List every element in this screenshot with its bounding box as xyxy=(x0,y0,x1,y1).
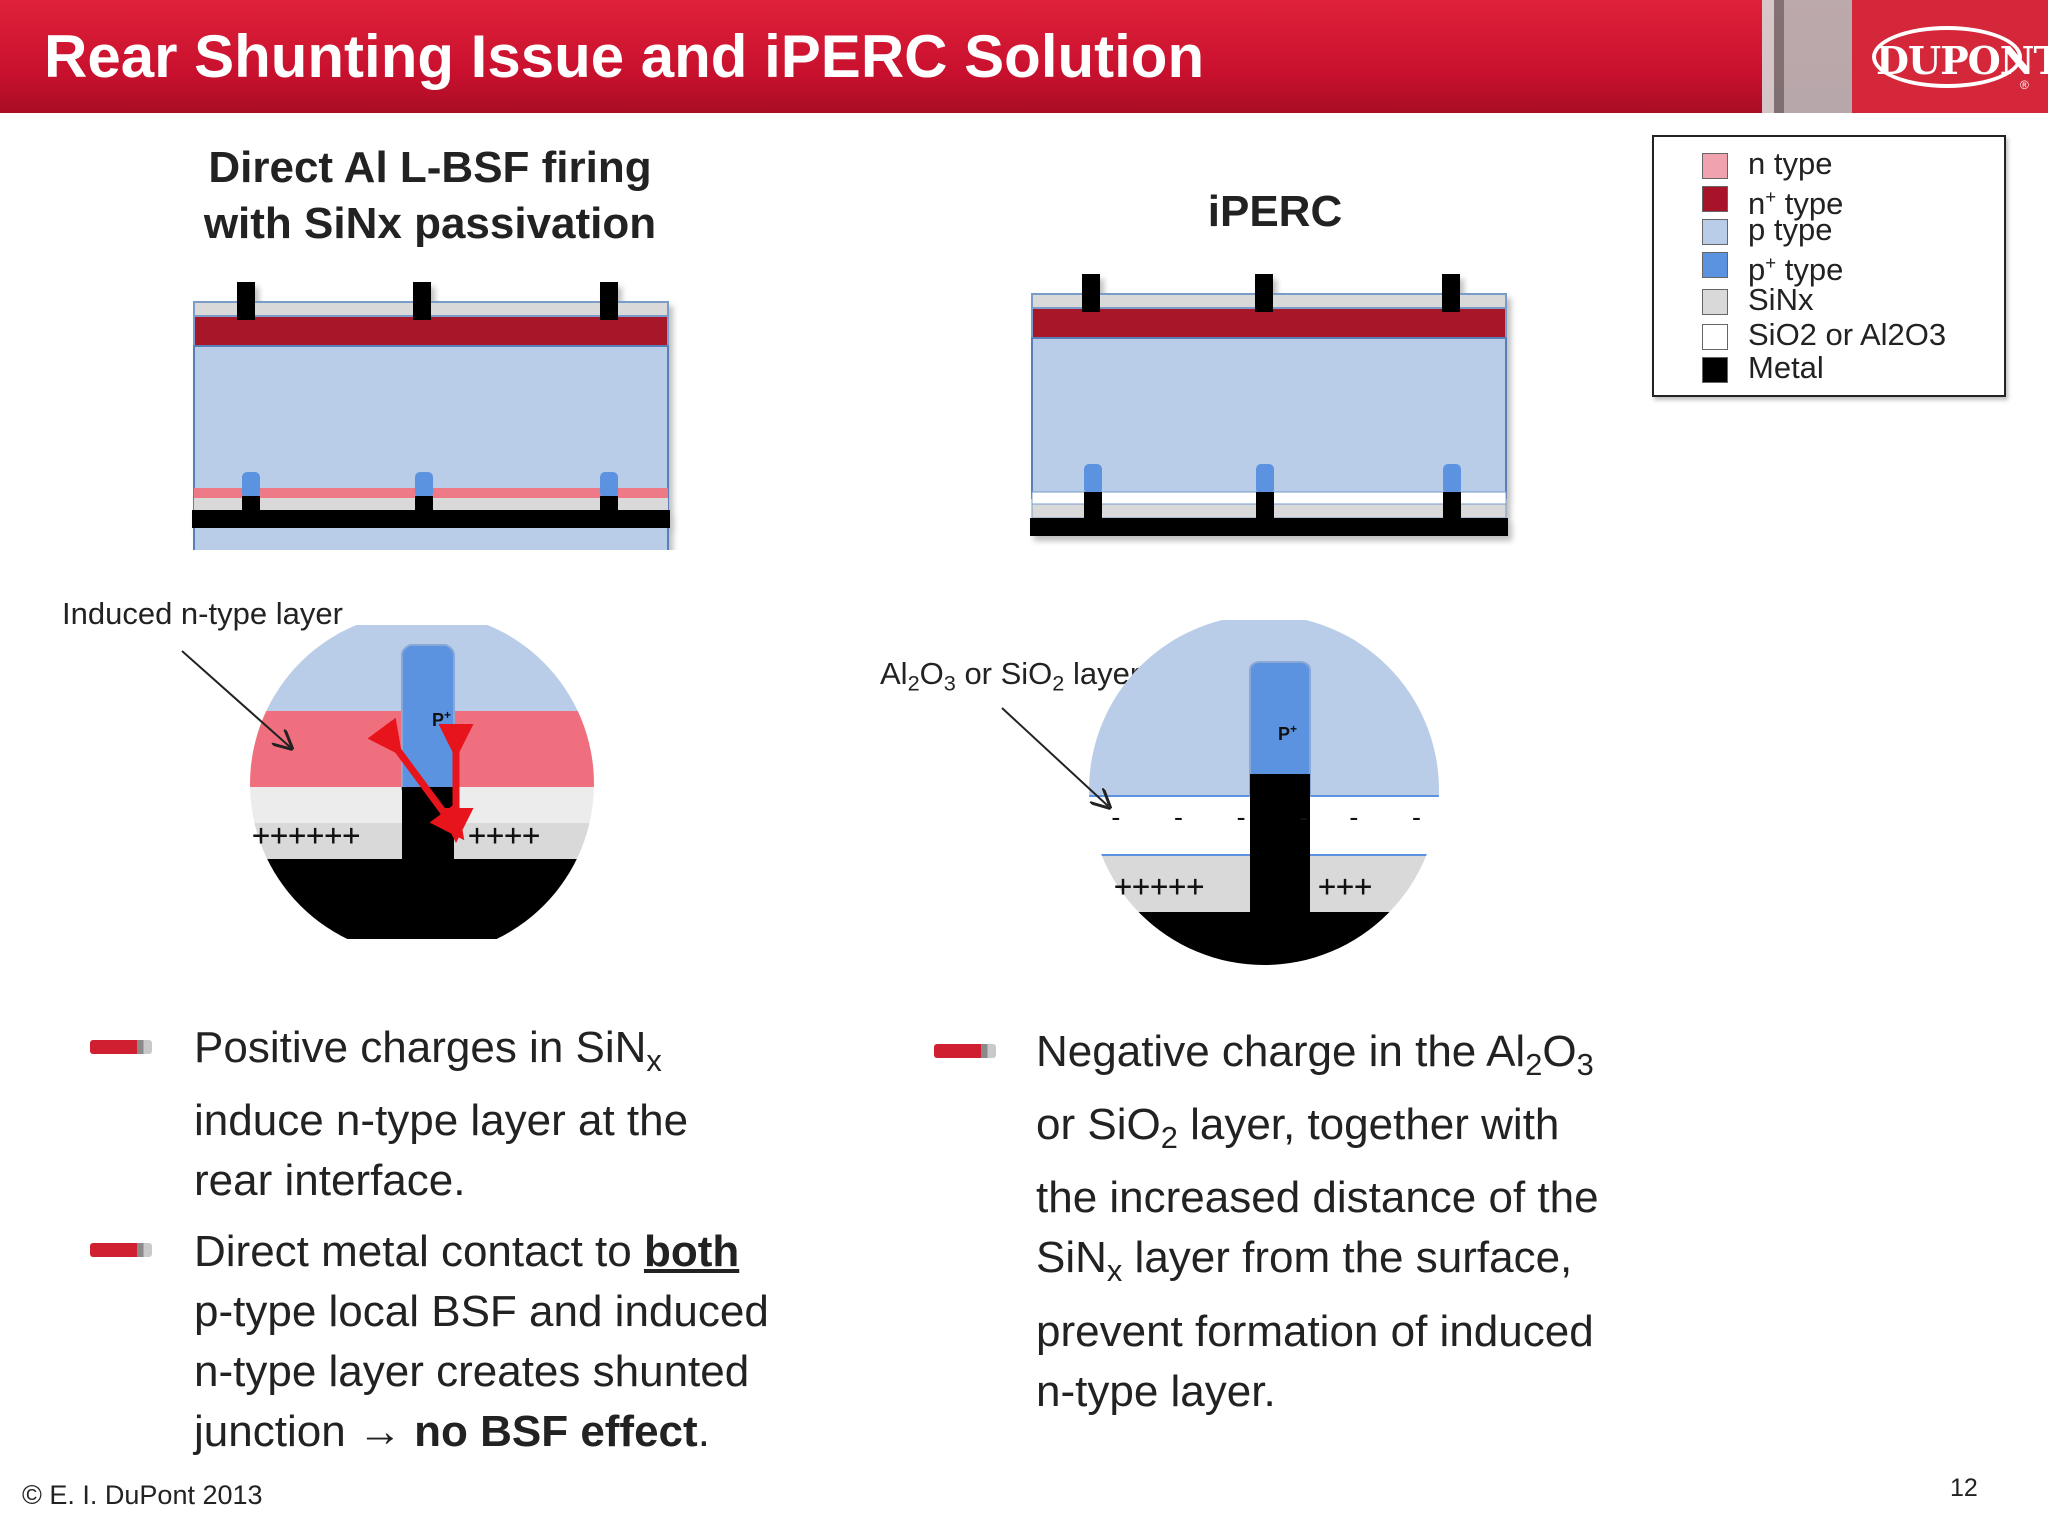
swatch-p-type xyxy=(1702,219,1728,245)
rear-contact xyxy=(415,496,433,512)
front-contact xyxy=(1442,274,1460,312)
front-contact xyxy=(413,282,431,320)
front-contact xyxy=(237,282,255,320)
bullet-line: Negative charge in the Al2O3 xyxy=(1036,1027,1594,1083)
bullet-line: p-type local BSF and induced xyxy=(194,1287,769,1336)
zoom-contact xyxy=(402,787,454,867)
rear-contact xyxy=(1443,492,1461,520)
negative-charges-left: - - - - xyxy=(1108,803,1312,833)
rear-metal-layer xyxy=(192,510,670,528)
left-diagram-heading: Direct Al L-BSF firing with SiNx passiva… xyxy=(150,140,710,252)
right-diagram-heading: iPERC xyxy=(1207,187,1343,236)
bullet-line: induce n-type layer at the xyxy=(194,1096,689,1146)
rear-contact xyxy=(600,496,618,512)
emitter-nplus-layer xyxy=(193,315,669,347)
positive-charges-right: ++++ xyxy=(468,818,540,853)
swatch-oxide xyxy=(1702,324,1728,350)
legend-label: p+ type xyxy=(1748,252,1844,288)
legend-label: Metal xyxy=(1748,350,1824,385)
left-cell-cross-section xyxy=(192,282,670,550)
header-bar xyxy=(0,0,2048,113)
material-legend: n type n+ type p type p+ type SiNx SiO2 … xyxy=(1652,135,2006,397)
legend-label: SiNx xyxy=(1748,282,1814,317)
dupont-logo: DUPONT xyxy=(1872,26,2048,88)
bullet-line: n-type layer. xyxy=(1036,1366,1276,1416)
bullet-line: Direct metal contact to both xyxy=(194,1227,740,1276)
bullet-icon xyxy=(90,1243,152,1257)
swatch-nplus-type xyxy=(1702,186,1728,212)
legend-label: SiO2 or Al2O3 xyxy=(1748,317,1947,352)
negative-charges-right: - - xyxy=(1346,803,1424,833)
bullet-line: rear interface. xyxy=(194,1156,466,1206)
zoom-contact xyxy=(1250,774,1310,934)
local-bsf xyxy=(415,472,433,498)
swatch-sinx xyxy=(1702,289,1728,315)
front-contact xyxy=(1082,274,1100,312)
logo-text: DUPONT xyxy=(1876,38,2048,83)
page-number: 12 xyxy=(1950,1474,1978,1502)
copyright-notice: © E. I. DuPont 2013 xyxy=(22,1480,263,1510)
right-bullet: Negative charge in the Al2O3 or SiO2 lay… xyxy=(1036,1022,1676,1422)
local-bsf xyxy=(242,472,260,498)
legend-label: n type xyxy=(1748,146,1833,181)
left-bullet-2: Direct metal contact to both p-type loca… xyxy=(194,1222,834,1462)
swatch-metal xyxy=(1702,357,1728,383)
rear-contact xyxy=(242,496,260,512)
front-contact xyxy=(600,282,618,320)
callout-arrow xyxy=(1001,707,1108,806)
left-bullet-1: Positive charges in SiNx induce n-type l… xyxy=(194,1018,834,1211)
zoom-metal xyxy=(250,859,594,939)
swatch-pplus-type xyxy=(1702,252,1728,278)
rear-metal-layer xyxy=(1030,518,1508,536)
slide-title: Rear Shunting Issue and iPERC Solution xyxy=(44,23,1205,90)
header-stripe xyxy=(1762,0,1852,113)
positive-charges-left: +++++ xyxy=(1114,869,1204,904)
bullet-line: or SiO2 layer, together with xyxy=(1036,1100,1560,1156)
bullet-icon xyxy=(90,1040,152,1054)
bullet-line: prevent formation of induced xyxy=(1036,1306,1594,1356)
zoom-pplus-region xyxy=(1249,661,1311,797)
left-heading-line1: Direct Al L-BSF firing xyxy=(208,143,652,192)
right-zoom-detail: P+ - - - - - - +++++ +++ xyxy=(1001,620,1439,965)
bullet-line: the increased distance of the xyxy=(1036,1173,1599,1223)
rear-contact xyxy=(1256,492,1274,520)
right-cell-cross-section xyxy=(1030,274,1508,536)
local-bsf xyxy=(1443,464,1461,494)
bullet-line: Positive charges in SiNx xyxy=(194,1023,662,1079)
local-bsf xyxy=(600,472,618,498)
local-bsf xyxy=(1256,464,1274,494)
legend-label: p type xyxy=(1748,212,1833,247)
oxide-layer-callout: Al2O3 or SiO2 layer xyxy=(880,656,1141,696)
bullet-line: n-type layer creates shunted xyxy=(194,1347,750,1396)
rear-contact xyxy=(1084,492,1102,520)
bullet-line: SiNx layer from the surface, xyxy=(1036,1233,1573,1289)
legend-label: n+ type xyxy=(1748,186,1844,222)
callout-arrow xyxy=(181,650,290,747)
local-bsf xyxy=(1084,464,1102,494)
swatch-n-type xyxy=(1702,153,1728,179)
registered-mark: ® xyxy=(2020,78,2029,92)
positive-charges-left: ++++++ xyxy=(252,818,360,853)
positive-charges-right: +++ xyxy=(1318,869,1372,904)
front-contact xyxy=(1255,274,1273,312)
induced-layer-callout: Induced n-type layer xyxy=(62,596,343,631)
emitter-nplus-layer xyxy=(1031,307,1507,339)
bullet-icon xyxy=(934,1044,996,1058)
left-zoom-detail: P+ ++++++ ++++ xyxy=(181,625,594,945)
bullet-line: junction → no BSF effect. xyxy=(194,1407,710,1456)
left-heading-line2: with SiNx passivation xyxy=(203,199,657,248)
shunt-arrows xyxy=(367,717,474,843)
